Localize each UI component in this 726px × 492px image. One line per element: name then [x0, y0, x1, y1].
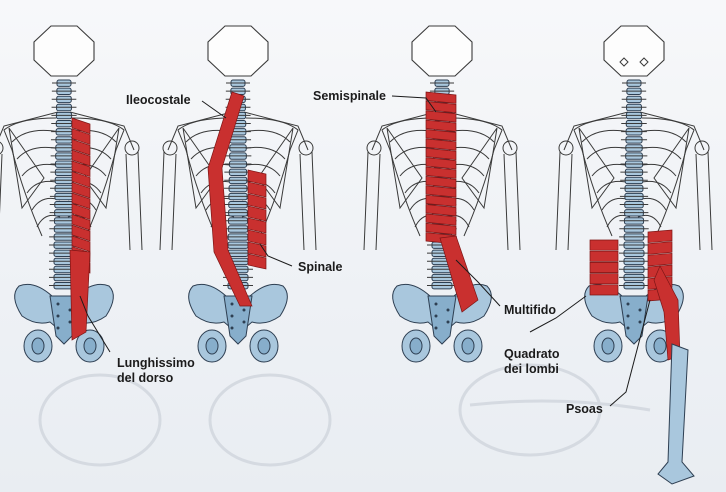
- skull: [34, 26, 94, 76]
- figure-ileocostale-spinale: [160, 26, 316, 362]
- muscle-quadrato-left: [590, 240, 618, 295]
- arm-right: [696, 152, 712, 250]
- label-multifido: Multifido: [504, 303, 556, 318]
- arm-right: [504, 152, 520, 250]
- shoulder-joint-left: [0, 141, 3, 155]
- figure-semispinale-multifido: [364, 26, 520, 362]
- shoulder-joint-left: [367, 141, 381, 155]
- muscle-lunghissimo-lower: [70, 250, 90, 340]
- skull: [412, 26, 472, 76]
- shoulder-joint-right: [695, 141, 709, 155]
- arm-left: [0, 152, 2, 250]
- figure-lunghissimo: [0, 26, 142, 362]
- shoulder-joint-right: [503, 141, 517, 155]
- label-ileocostale: Ileocostale: [126, 93, 191, 108]
- arm-right: [126, 152, 142, 250]
- label-quadrato-line1: Quadrato: [504, 347, 560, 362]
- label-lunghissimo-line1: Lunghissimo: [117, 356, 195, 371]
- shoulder-joint-right: [125, 141, 139, 155]
- shoulder-joint-right: [299, 141, 313, 155]
- skull: [208, 26, 268, 76]
- label-semispinale: Semispinale: [313, 89, 386, 104]
- pelvis: [15, 284, 114, 362]
- leader-ileocostale: [202, 101, 226, 118]
- arm-right: [300, 152, 316, 250]
- shoulder-joint-left: [559, 141, 573, 155]
- label-lunghissimo-line2: del dorso: [117, 371, 173, 386]
- shoulder-joint-left: [163, 141, 177, 155]
- arm-left: [160, 152, 176, 250]
- label-quadrato-line2: dei lombi: [504, 362, 559, 377]
- muscle-lunghissimo-upper: [72, 118, 90, 273]
- femur: [658, 344, 694, 484]
- skull: [604, 26, 664, 76]
- label-spinale: Spinale: [298, 260, 342, 275]
- spine: [619, 80, 649, 289]
- arm-left: [364, 152, 380, 250]
- label-psoas: Psoas: [566, 402, 603, 417]
- muscle-semispinale: [426, 92, 456, 244]
- arm-left: [556, 152, 572, 250]
